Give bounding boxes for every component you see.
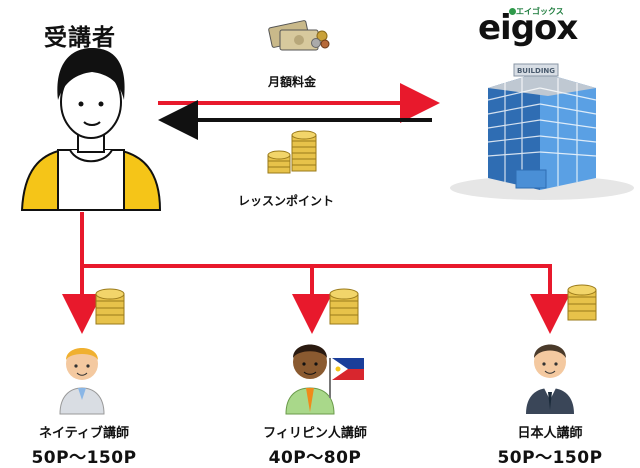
- coins-icon: [329, 288, 359, 325]
- student-figure-icon: [20, 48, 162, 211]
- logo-wordmark: eigox: [478, 8, 578, 48]
- filipino-teacher-range: 40P〜80P: [268, 448, 362, 468]
- building-icon: BUILDING: [450, 63, 634, 200]
- japanese-teacher-icon: [526, 344, 574, 414]
- japanese-teacher-range: 50P〜150P: [497, 448, 603, 468]
- student-label: 受講者: [44, 25, 116, 51]
- monthly-fee-label: 月額料金: [268, 75, 317, 89]
- coins-icon: [567, 284, 597, 321]
- filipino-teacher-icon: [285, 344, 335, 415]
- coins-icon: [267, 130, 317, 174]
- native-teacher-range: 50P〜150P: [31, 448, 137, 468]
- japanese-teacher-name: 日本人講師: [517, 426, 583, 441]
- filipino-teacher-name: フィリピン人講師: [263, 426, 367, 441]
- eigox-logo: エイゴックス eigox: [478, 2, 628, 48]
- logo-dot-icon: [509, 8, 516, 15]
- coins-icon: [95, 288, 125, 325]
- logo-tagline: エイゴックス: [516, 7, 564, 16]
- native-teacher-name: ネイティブ講師: [39, 426, 129, 441]
- building-sign: BUILDING: [517, 67, 555, 75]
- lesson-points-label: レッスンポイント: [238, 194, 335, 208]
- money-icon: [268, 20, 330, 51]
- native-teacher-icon: [59, 348, 105, 415]
- philippines-flag-icon: [329, 358, 364, 398]
